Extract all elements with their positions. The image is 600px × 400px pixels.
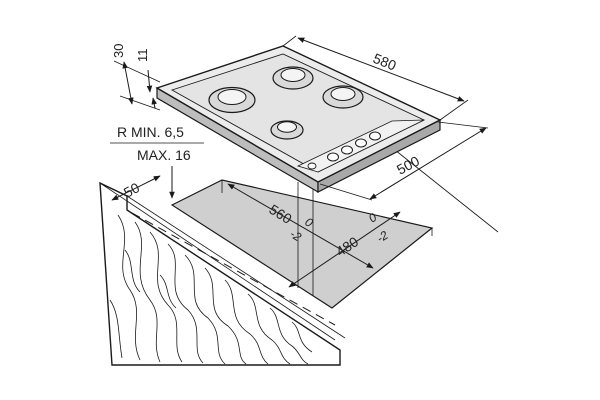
knob-2	[341, 145, 353, 155]
radius-note: R MIN. 6,5 MAX. 16	[110, 124, 204, 199]
burner-rear	[272, 66, 314, 90]
knob-3	[355, 138, 367, 148]
dimension-heights: 30 11	[111, 44, 161, 111]
dim-11-label: 11	[135, 49, 150, 63]
wood-grain	[109, 214, 313, 365]
burner-left	[208, 86, 256, 114]
knob-1	[327, 152, 339, 162]
burner-front	[270, 120, 304, 140]
dim-500-label: 500	[394, 152, 422, 177]
knob-4	[369, 131, 381, 141]
radius-line-1: R MIN. 6,5	[117, 124, 184, 140]
ignition-button	[307, 162, 317, 170]
dim-50-label: 50	[121, 179, 142, 201]
dim-580-label: 580	[371, 50, 399, 74]
radius-line-2: MAX. 16	[137, 147, 191, 163]
dim-30-label: 30	[111, 44, 126, 58]
burner-right	[322, 85, 364, 109]
dimension-50: 50	[111, 175, 161, 201]
